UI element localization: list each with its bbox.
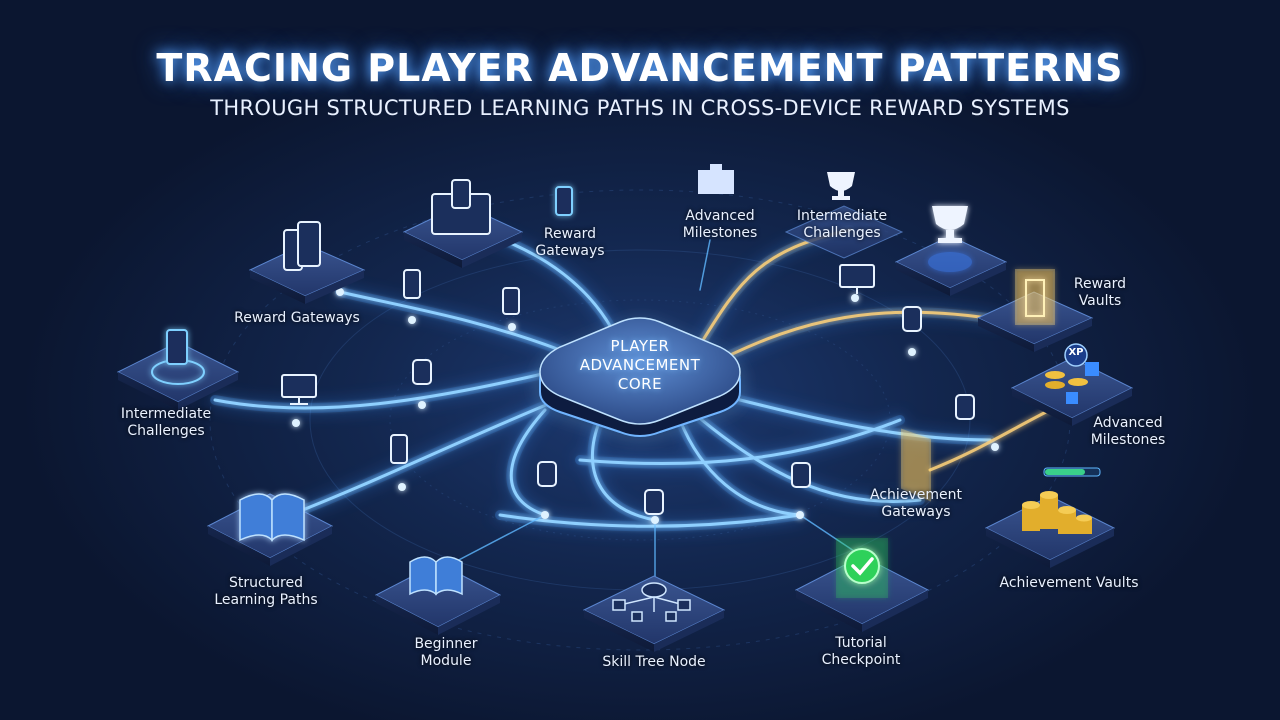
- node-label-advanced-milestones-right: Advanced Milestones: [1078, 415, 1178, 449]
- label-line: Milestones: [682, 225, 758, 241]
- platform-reward-gateways-left: [248, 243, 366, 304]
- phone-icon-reward: [555, 186, 573, 216]
- watch-icon-6: [955, 394, 975, 420]
- label-line: Milestones: [1090, 432, 1166, 448]
- core-label-line3: CORE: [617, 375, 663, 393]
- book-icon-large: [239, 493, 305, 542]
- phone-icon-small-3: [390, 434, 408, 464]
- label-line: Intermediate: [120, 406, 212, 422]
- watch-icon-4: [791, 462, 811, 488]
- node-label-reward-vaults: Reward Vaults: [1060, 276, 1140, 310]
- label-line: Checkpoint: [821, 652, 901, 668]
- node-label-skill-tree-node: Skill Tree Node: [584, 654, 724, 671]
- node-label-reward-gateways-left: Reward Gateways: [222, 310, 372, 327]
- label-line: Beginner: [414, 636, 478, 652]
- puzzle-icon: [698, 164, 734, 194]
- page-title: TRACING PLAYER ADVANCEMENT PATTERNS: [156, 46, 1124, 90]
- golden-gate-icon: [1015, 269, 1055, 325]
- core-label: PLAYER ADVANCEMENT CORE: [548, 337, 732, 394]
- label-line: Achievement Vaults: [999, 575, 1139, 591]
- label-line: Challenges: [803, 225, 881, 241]
- core-platform: [539, 317, 741, 437]
- monitor-icon-right: [839, 264, 875, 294]
- node-label-intermediate-challenges-top: Intermediate Challenges: [784, 208, 900, 242]
- label-line: Structured: [228, 575, 303, 591]
- page-subtitle: THROUGH STRUCTURED LEARNING PATHS IN CRO…: [210, 96, 1070, 120]
- node-label-reward-gateways-top: Reward Gateways: [530, 226, 610, 260]
- tablet-icon: [431, 179, 491, 235]
- monitor-icon-left: [281, 374, 317, 405]
- label-line: Achievement: [870, 487, 962, 503]
- node-label-intermediate-challenges-left: Intermediate Challenges: [108, 406, 224, 440]
- label-line: Gateways: [881, 504, 951, 520]
- node-label-achievement-vaults: Achievement Vaults: [984, 575, 1154, 592]
- label-line: Tutorial: [835, 635, 887, 651]
- coin-stack-icon-right: [1045, 362, 1099, 404]
- label-line: Vaults: [1078, 293, 1122, 309]
- phone-icon-small-1: [403, 269, 421, 299]
- coin-stack-icon-bottom: [1022, 491, 1092, 534]
- phones-icon-left: [283, 221, 321, 271]
- core-label-line1: PLAYER: [610, 337, 670, 355]
- platform-advanced-right: [1010, 357, 1134, 426]
- path-dots: [292, 288, 999, 524]
- label-line: Advanced: [685, 208, 755, 224]
- device-icons: [166, 179, 975, 515]
- connection-paths: [210, 225, 1052, 591]
- xp-badge-label: XP: [1068, 347, 1084, 358]
- watch-icon-3: [644, 489, 664, 515]
- label-line: Gateways: [535, 243, 605, 259]
- node-label-structured-learning-paths: Structured Learning Paths: [200, 575, 332, 609]
- label-line: Advanced: [1093, 415, 1163, 431]
- node-label-tutorial-checkpoint: Tutorial Checkpoint: [806, 635, 916, 669]
- achievement-gate-icon: [901, 428, 931, 502]
- platform-intermediate-top: [784, 205, 904, 259]
- label-line: Skill Tree Node: [602, 654, 706, 670]
- xp-badge-icon: [1064, 343, 1088, 367]
- node-label-advanced-milestones-top: Advanced Milestones: [670, 208, 770, 242]
- label-line: Reward: [1073, 276, 1127, 292]
- label-line: Intermediate: [796, 208, 888, 224]
- trophy-icon-right: [932, 206, 968, 243]
- watch-icon-5: [902, 306, 922, 332]
- label-line: Reward Gateways: [234, 310, 360, 326]
- platform-trophy-top-right: [894, 235, 1008, 296]
- label-line: Module: [420, 653, 472, 669]
- book-icon-beginner: [409, 556, 463, 596]
- watch-icon-2: [537, 461, 557, 487]
- label-line: Learning Paths: [214, 592, 318, 608]
- progress-bar-icon: [1043, 467, 1101, 477]
- phone-glow-icon-left: [166, 329, 188, 365]
- core-label-line2: ADVANCEMENT: [579, 356, 701, 374]
- check-icon: [836, 538, 888, 598]
- skill-tree-icon: [612, 582, 691, 622]
- trophy-icon-top: [827, 172, 855, 200]
- platform-intermediate-left: [116, 341, 240, 410]
- phone-icon-small-2: [502, 287, 520, 315]
- node-label-beginner-module: Beginner Module: [398, 636, 494, 670]
- node-label-achievement-gateways: Achievement Gateways: [856, 487, 976, 521]
- label-line: Challenges: [127, 423, 205, 439]
- watch-icon-1: [412, 359, 432, 385]
- label-line: Reward: [543, 226, 597, 242]
